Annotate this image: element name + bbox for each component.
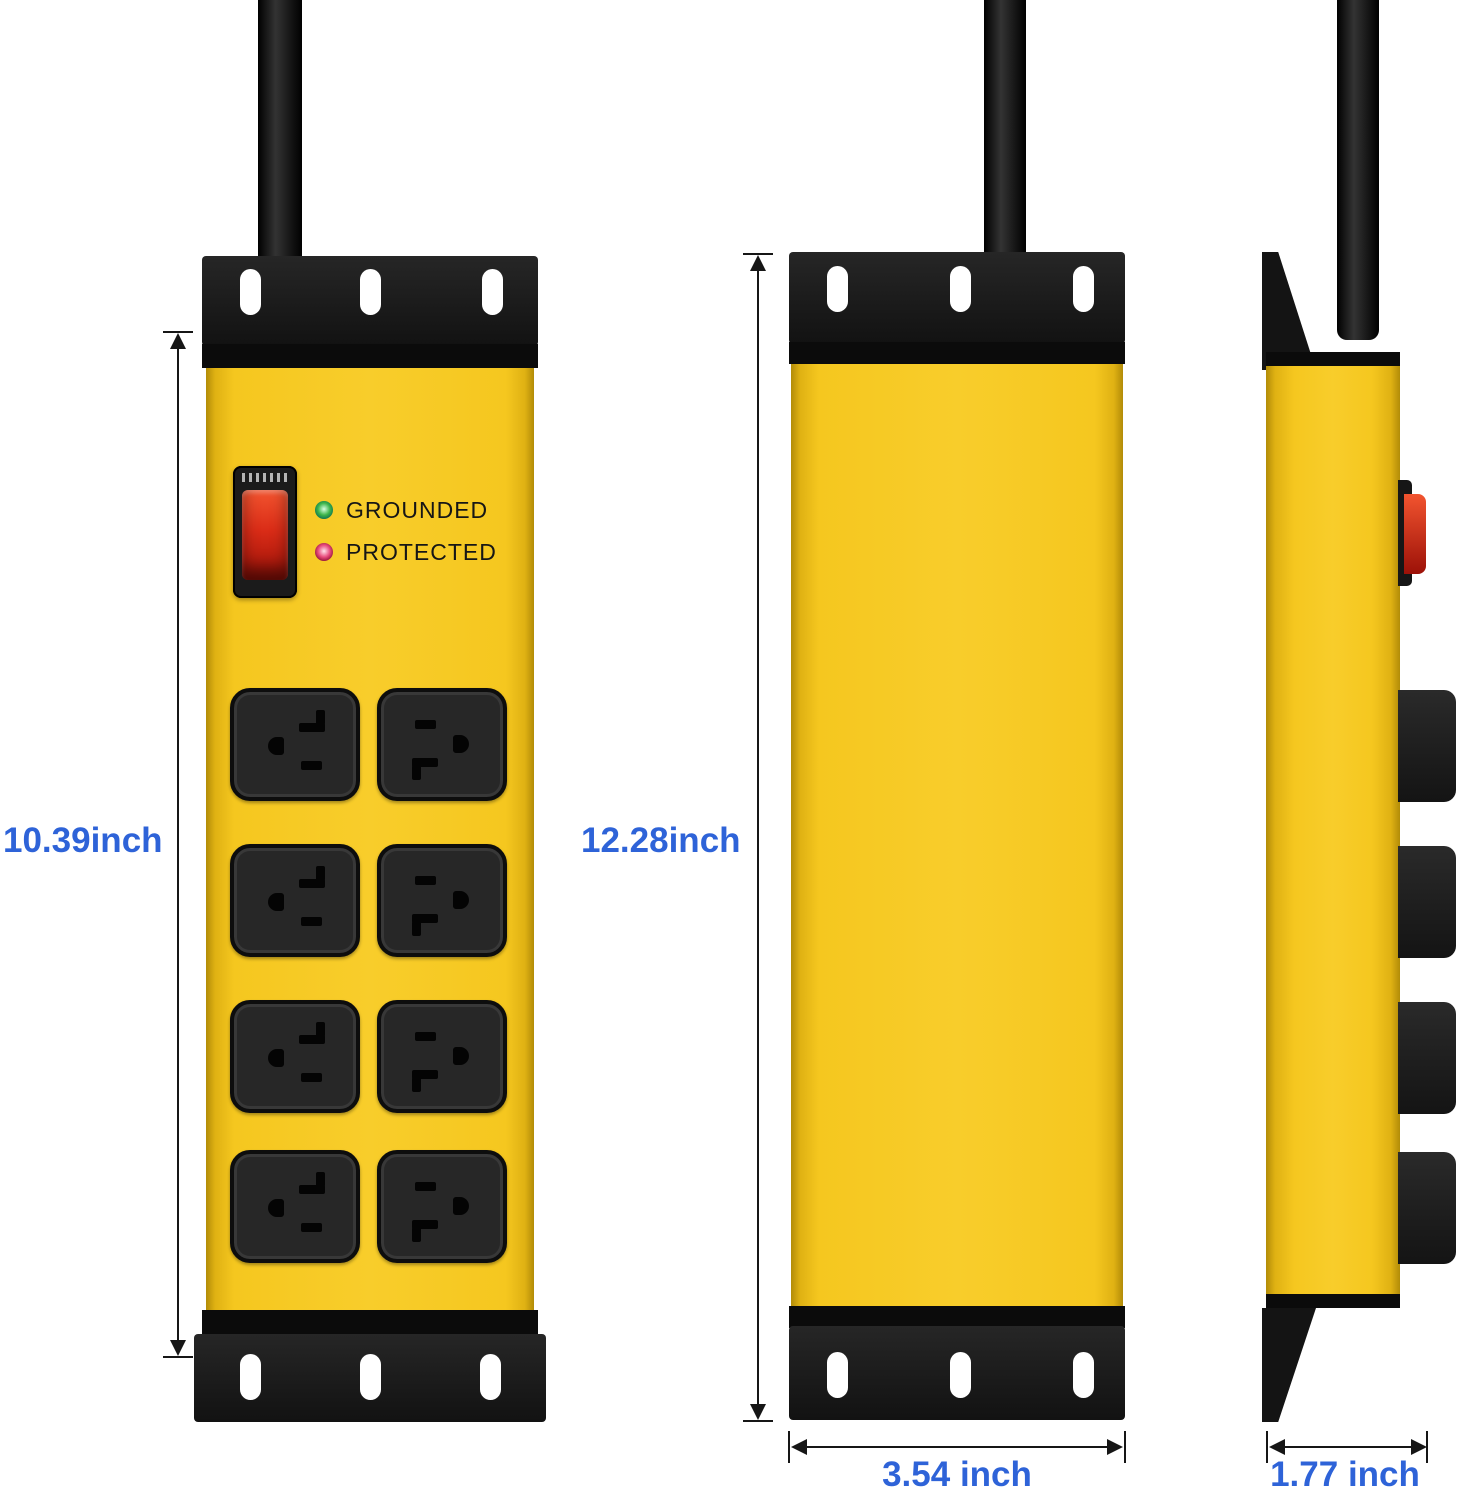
grounded-label: GROUNDED xyxy=(346,497,489,523)
bracket-lip xyxy=(202,1310,538,1334)
bracket-lip xyxy=(1266,1294,1400,1308)
power-switch xyxy=(233,466,297,598)
front-height-label: 10.39inch xyxy=(3,821,163,860)
outlet-ground-hole xyxy=(453,1196,469,1215)
outlet xyxy=(377,688,507,801)
outlet-neutral-slot xyxy=(412,1219,438,1229)
outlet-neutral-slot xyxy=(299,1184,325,1194)
screw-hole xyxy=(827,1352,848,1398)
screw-hole xyxy=(360,269,381,315)
outlet-hot-slot xyxy=(301,760,322,770)
outlet xyxy=(230,844,360,957)
outlet-neutral-slot xyxy=(299,878,325,888)
screw-hole xyxy=(240,269,261,315)
outlet-hot-slot xyxy=(415,1031,436,1041)
screw-hole xyxy=(482,269,503,315)
outlet-neutral-slot xyxy=(412,1069,438,1079)
outlet-face xyxy=(396,1011,488,1103)
outlet-ground-hole xyxy=(453,890,469,909)
outlet-neutral-slot xyxy=(412,757,438,767)
outlet-housing-side xyxy=(1398,1152,1456,1264)
screw-hole xyxy=(360,1354,381,1400)
protected-led-icon xyxy=(315,543,333,561)
outlet-face xyxy=(396,855,488,947)
screw-hole xyxy=(950,266,971,312)
outlet-housing-side xyxy=(1398,846,1456,958)
outlet-housing-side xyxy=(1398,1002,1456,1114)
screw-hole xyxy=(240,1354,261,1400)
power-strip-back-panel xyxy=(791,364,1123,1306)
width-label: 3.54 inch xyxy=(882,1455,1032,1494)
outlet xyxy=(230,1000,360,1113)
bracket-lip xyxy=(789,1306,1125,1328)
outlet-neutral-slot xyxy=(299,722,325,732)
power-cord xyxy=(1337,0,1379,340)
outlet-hot-slot xyxy=(301,916,322,926)
power-cord xyxy=(984,0,1026,262)
screw-hole xyxy=(480,1354,501,1400)
outlet xyxy=(377,844,507,957)
outlet-ground-hole xyxy=(268,892,284,911)
outlet-ground-hole xyxy=(268,1048,284,1067)
screw-hole xyxy=(1073,266,1094,312)
mounting-bracket-bottom xyxy=(789,1326,1125,1420)
screw-hole xyxy=(1073,1352,1094,1398)
mounting-bracket-bottom xyxy=(194,1334,546,1422)
outlet-hot-slot xyxy=(301,1222,322,1232)
mounting-bracket-top xyxy=(789,252,1125,344)
outlet-hot-slot xyxy=(415,1181,436,1191)
outlet-face xyxy=(249,855,341,947)
outlet-neutral-slot xyxy=(412,913,438,923)
switch-rocker-side xyxy=(1404,494,1426,574)
outlet-face xyxy=(249,699,341,791)
bracket-lip xyxy=(202,344,538,368)
mounting-bracket-top xyxy=(202,256,538,346)
outlet xyxy=(230,1150,360,1263)
grounded-led-icon xyxy=(315,501,333,519)
bracket-lip xyxy=(1266,352,1400,366)
screw-hole xyxy=(950,1352,971,1398)
power-strip-side-panel xyxy=(1266,352,1400,1308)
outlet-hot-slot xyxy=(415,875,436,885)
screw-hole xyxy=(827,266,848,312)
outlet-housing-side xyxy=(1398,690,1456,802)
outlet-face xyxy=(396,699,488,791)
bracket-lip xyxy=(789,342,1125,364)
outlet-neutral-slot xyxy=(299,1034,325,1044)
outlet-ground-hole xyxy=(453,734,469,753)
protected-label: PROTECTED xyxy=(346,539,497,565)
outlet xyxy=(377,1000,507,1113)
overall-height-label: 12.28inch xyxy=(581,821,741,860)
power-cord xyxy=(258,0,302,300)
outlet-face xyxy=(396,1161,488,1253)
switch-rating-marks xyxy=(242,473,288,482)
outlet-ground-hole xyxy=(453,1046,469,1065)
outlet xyxy=(230,688,360,801)
outlet-face xyxy=(249,1011,341,1103)
outlet-ground-hole xyxy=(268,1198,284,1217)
depth-label: 1.77 inch xyxy=(1270,1455,1420,1494)
switch-rocker xyxy=(242,490,288,580)
outlet-hot-slot xyxy=(301,1072,322,1082)
outlet xyxy=(377,1150,507,1263)
outlet-ground-hole xyxy=(268,736,284,755)
outlet-hot-slot xyxy=(415,719,436,729)
mounting-bracket-bottom-edge xyxy=(1262,1308,1316,1422)
outlet-face xyxy=(249,1161,341,1253)
